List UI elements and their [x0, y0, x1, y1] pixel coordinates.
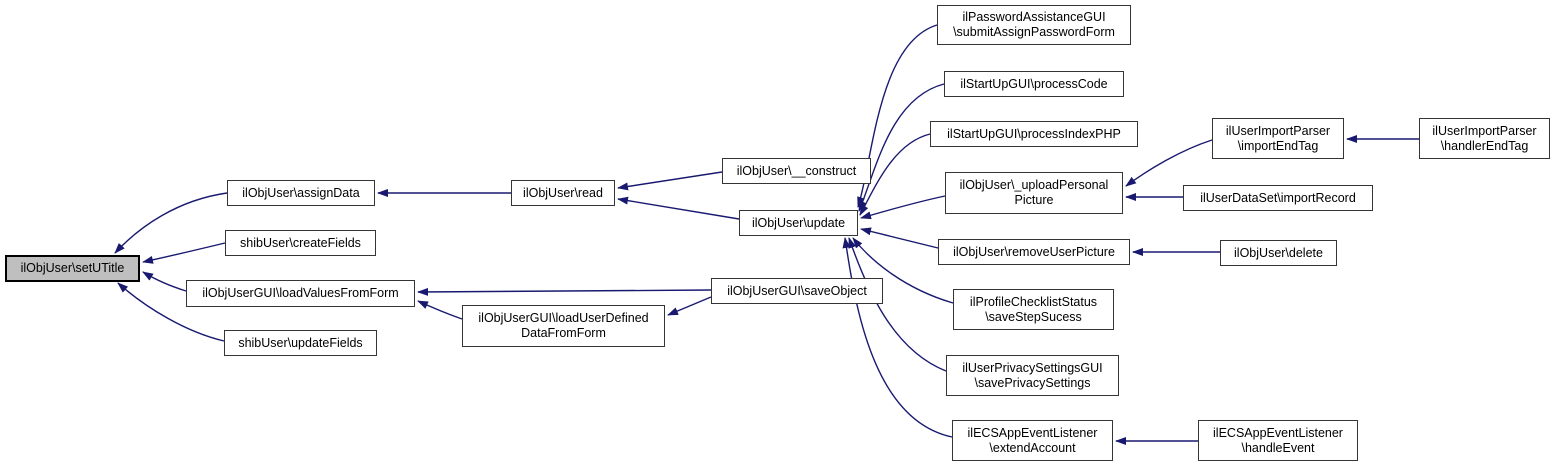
node-ilobjusergui-loadvaluesfromform[interactable]: ilObjUserGUI\loadValuesFromForm — [186, 280, 415, 307]
node-ilobjuser-removeuserpicture[interactable]: ilObjUser\removeUserPicture — [938, 239, 1130, 265]
node-ilecsappeventlistener-extendaccount[interactable]: ilECSAppEventListener \extendAccount — [952, 420, 1113, 461]
edge-submitassignpasswordform-to-update — [857, 24, 938, 208]
edge-saveobject-to-loadvaluesfromform — [417, 287, 712, 296]
edge-updatefields-to-setutitle — [117, 282, 225, 342]
node-ilobjuser-uploadpersonalpicture[interactable]: ilObjUser\_uploadPersonal Picture — [945, 172, 1123, 214]
node-ilobjuser-construct[interactable]: ilObjUser\__construct — [722, 158, 871, 184]
edge-createfields-to-setutitle — [142, 242, 226, 264]
node-ilstartupgui-processcode[interactable]: ilStartUpGUI\processCode — [944, 71, 1124, 97]
edge-loadvaluesfromform-to-setutitle — [142, 271, 187, 292]
edge-extendaccount-to-update — [842, 237, 953, 438]
edge-savestepsucess-to-update — [852, 237, 954, 304]
node-iluserdataset-importrecord[interactable]: ilUserDataSet\importRecord — [1183, 185, 1373, 211]
node-ilobjusergui-loaduserdefineddatafromform[interactable]: ilObjUserGUI\loadUserDefined DataFromFor… — [462, 305, 665, 347]
node-ilobjuser-read[interactable]: ilObjUser\read — [511, 180, 615, 206]
node-ilprofilecheckliststatus-savestepsucess[interactable]: ilProfileChecklistStatus \saveStepSucess — [953, 289, 1114, 330]
node-ilecsappeventlistener-handleevent[interactable]: ilECSAppEventListener \handleEvent — [1198, 420, 1358, 461]
edge-construct-to-read — [617, 171, 723, 191]
edge-uploadpersonalpicture-to-update — [860, 195, 946, 220]
edge-processindexphp-to-update — [859, 133, 931, 216]
node-ilpasswordassistancegui-submitassignpasswordform[interactable]: ilPasswordAssistanceGUI \submitAssignPas… — [937, 5, 1131, 45]
node-ilobjuser-assigndata[interactable]: ilObjUser\assignData — [227, 180, 375, 206]
node-ilobjuser-delete[interactable]: ilObjUser\delete — [1220, 240, 1337, 266]
edge-saveobject-to-loaduserdefined — [667, 296, 712, 316]
edge-update-to-read — [617, 196, 740, 220]
node-iluserimportparser-handlerendtag[interactable]: ilUserImportParser \handlerEndTag — [1419, 118, 1550, 159]
node-ilstartupgui-processindexphp[interactable]: ilStartUpGUI\processIndexPHP — [930, 121, 1138, 147]
node-iluserimportparser-importendtag[interactable]: ilUserImportParser \importEndTag — [1212, 118, 1344, 159]
edge-removeuserpicture-to-update — [860, 227, 939, 249]
node-ilobjuser-update[interactable]: ilObjUser\update — [739, 210, 858, 236]
edge-processcode-to-update — [858, 83, 945, 212]
node-shibuser-createfields[interactable]: shibUser\createFields — [225, 230, 376, 256]
edge-loaduserdefined-to-loadvaluesfromform — [417, 300, 463, 320]
node-ilobjusergui-saveobject[interactable]: ilObjUserGUI\saveObject — [711, 278, 883, 304]
node-iluserprivacysettingsgui-saveprivacysettings[interactable]: ilUserPrivacySettingsGUI \savePrivacySet… — [946, 355, 1119, 396]
edge-importendtag-to-uploadpersonalpicture — [1125, 139, 1213, 187]
node-shibuser-updatefields[interactable]: shibUser\updateFields — [224, 330, 377, 356]
edge-saveprivacysettings-to-update — [848, 237, 947, 372]
edge-assigndata-to-setutitle — [114, 192, 228, 254]
node-ilobjuser-setutitle: ilObjUser\setUTitle — [5, 255, 140, 282]
